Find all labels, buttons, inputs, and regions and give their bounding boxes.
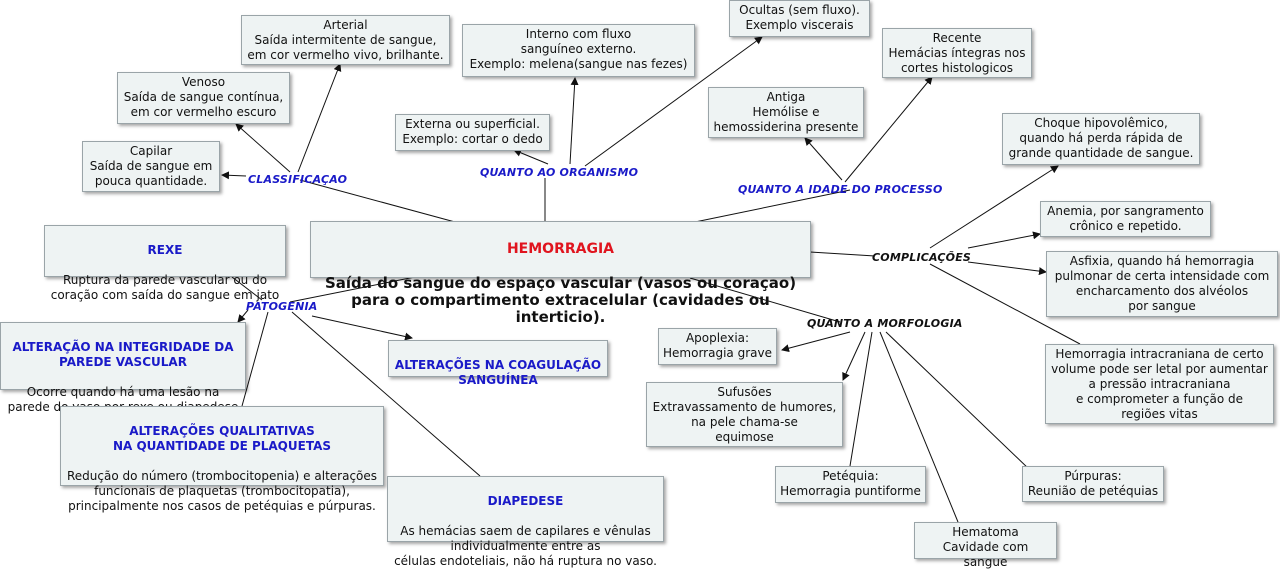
label-quanto-morfologia: QUANTO A MORFOLOGIA <box>807 317 963 330</box>
box-anemia: Anemia, por sangramento crônico e repeti… <box>1040 201 1211 237</box>
center-hemorragia-box: HEMORRAGIA Saída do sangue do espaço vas… <box>310 221 811 326</box>
link-comp-intracraniana <box>929 263 1081 345</box>
diapedese-text: As hemácias saem de capilares e vênulas … <box>394 524 657 568</box>
link-pat-integridade <box>237 309 249 323</box>
box-purpuras: Púrpuras: Reunião de petéquias <box>1022 466 1164 502</box>
link-class-arterial <box>297 63 342 173</box>
link-pat-diapedese <box>291 311 481 477</box>
box-asfixia: Asfixia, quando há hemorragia pulmonar d… <box>1046 251 1278 317</box>
link-morf-purpuras <box>885 331 1031 471</box>
diapedese-title: DIAPEDESE <box>487 494 564 508</box>
link-pat-rexe <box>231 276 263 301</box>
box-ocultas: Ocultas (sem fluxo). Exemplo viscerais <box>729 0 870 37</box>
box-diapedese: DIAPEDESE As hemácias saem de capilares … <box>387 476 664 568</box>
label-patogenia: PATOGENIA <box>246 300 318 313</box>
link-center-patogenia <box>289 275 421 303</box>
link-comp-choque <box>929 165 1059 249</box>
box-integridade: ALTERAÇÃO NA INTEGRIDADE DA PAREDE VASCU… <box>0 322 246 414</box>
rexe-title: REXE <box>147 243 183 257</box>
label-quanto-organismo: QUANTO AO ORGANISMO <box>480 166 639 179</box>
box-venoso: Venoso Saída de sangue contínua, em cor … <box>117 72 290 124</box>
link-org-ocultas <box>584 36 763 167</box>
box-antiga: Antiga Hemólise e hemossiderina presente <box>708 87 864 138</box>
label-quanto-idade: QUANTO A IDADE DO PROCESSO <box>738 183 943 196</box>
label-classificacao: CLASSIFICAÇAO <box>248 173 348 186</box>
link-morf-hematoma <box>879 331 959 523</box>
box-externa: Externa ou superficial. Exemplo: cortar … <box>395 114 550 151</box>
link-center-complicacoes <box>809 251 876 257</box>
box-sufusoes: Sufusões Extravassamento de humores, na … <box>646 382 843 447</box>
box-plaquetas: ALTERAÇÕES QUALITATIVAS NA QUANTIDADE DE… <box>60 406 384 513</box>
box-interno: Interno com fluxo sanguíneo externo. Exe… <box>462 24 695 77</box>
link-pat-coagulacao <box>311 315 413 341</box>
label-complicacoes: COMPLICAÇÕES <box>872 251 972 264</box>
box-rexe: REXE Ruptura da parede vascular ou do co… <box>44 225 286 302</box>
link-center-classificacao <box>299 179 456 223</box>
box-choque: Choque hipovolêmico, quando há perda ráp… <box>1002 113 1200 165</box>
box-recente: Recente Hemácias íntegras nos cortes his… <box>882 28 1032 78</box>
link-idade-recente <box>844 76 933 183</box>
center-title: HEMORRAGIA <box>506 241 615 257</box>
link-comp-anemia <box>967 231 1041 249</box>
link-class-capilar <box>221 171 247 180</box>
link-pat-plaquetas <box>241 311 269 407</box>
box-intracraniana: Hemorragia intracraniana de certo volume… <box>1045 344 1274 424</box>
link-class-venoso <box>235 123 291 173</box>
link-center-idade <box>694 189 851 223</box>
center-description: Saída do sangue do espaço vascular (vaso… <box>324 274 797 326</box>
integridade-title: ALTERAÇÃO NA INTEGRIDADE DA PAREDE VASCU… <box>12 340 234 369</box>
plaquetas-text: Redução do número (trombocitopenia) e al… <box>66 469 378 513</box>
box-hematoma: Hematoma Cavidade com sangue <box>914 522 1057 569</box>
box-coagulacao: ALTERAÇÕES NA COAGULAÇÃO SANGUÍNEA <box>388 340 608 387</box>
link-morf-apoplexia <box>781 331 851 353</box>
link-morf-sufusoes <box>842 331 866 381</box>
coagulacao-title: ALTERAÇÕES NA COAGULAÇÃO SANGUÍNEA <box>394 358 602 387</box>
link-org-externa <box>513 148 549 165</box>
box-capilar: Capilar Saída de sangue em pouca quantid… <box>82 141 220 192</box>
box-petequia: Petéquia: Hemorragia puntiforme <box>775 466 926 503</box>
link-center-morfologia <box>689 277 841 323</box>
link-morf-petequia <box>849 331 873 467</box>
plaquetas-title: ALTERAÇÕES QUALITATIVAS NA QUANTIDADE DE… <box>112 424 332 453</box>
link-idade-antiga <box>804 137 843 181</box>
box-apoplexia: Apoplexia: Hemorragia grave <box>658 328 777 365</box>
box-arterial: Arterial Saída intermitente de sangue, e… <box>241 15 450 65</box>
rexe-text: Ruptura da parede vascular ou do coração… <box>50 273 280 302</box>
link-org-interno <box>569 77 579 165</box>
link-comp-asfixia <box>967 261 1047 276</box>
